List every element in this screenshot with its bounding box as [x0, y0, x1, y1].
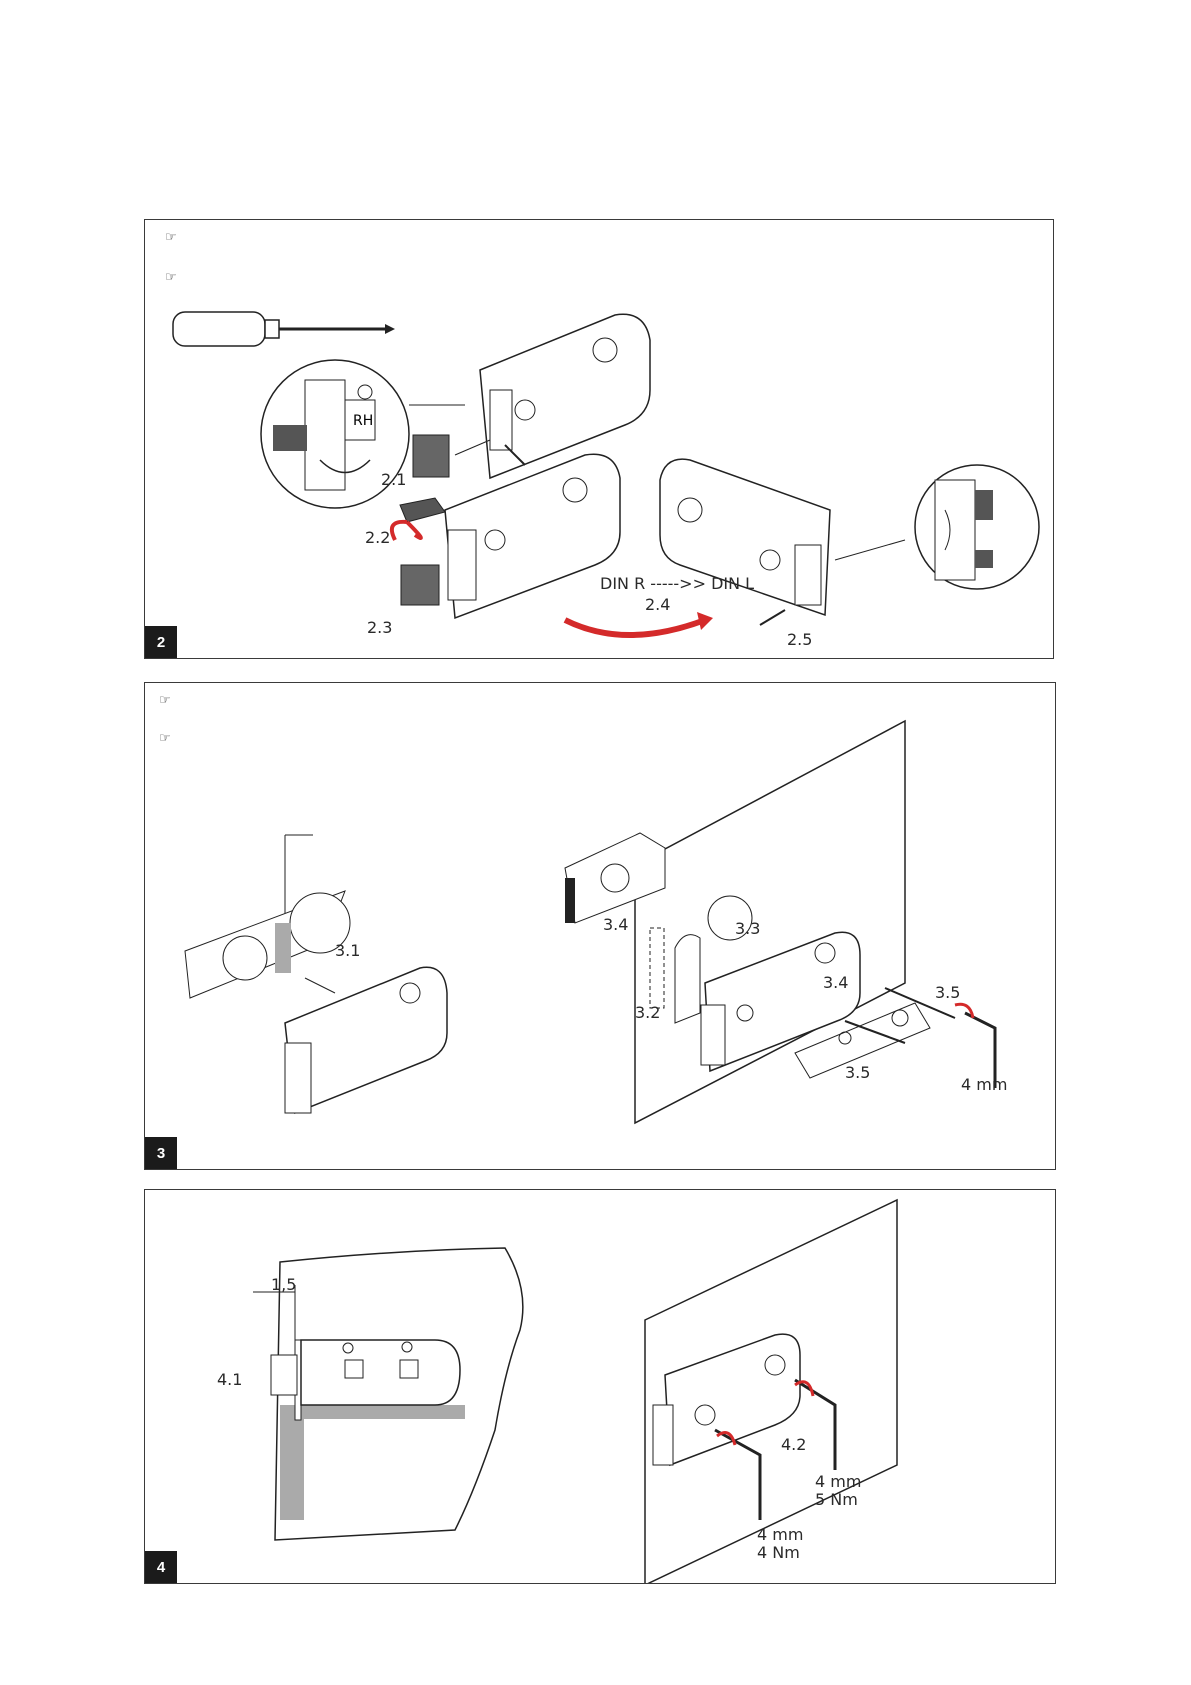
lock-part-2-3: [401, 565, 439, 605]
zoom-detail-right: [915, 465, 1039, 589]
svg-text:RH: RH: [353, 413, 373, 429]
drilling-template: [185, 835, 350, 998]
label-step-3-2: 3.2: [635, 1003, 660, 1022]
label-step-2-2: 2.2: [365, 528, 390, 547]
label-tool-b-torque: 4 Nm: [757, 1543, 800, 1562]
label-step-3-5b: 3.5: [845, 1063, 870, 1082]
label-step-3-5a: 3.5: [935, 983, 960, 1002]
rotate-arrow-icon: [392, 522, 421, 540]
label-step-3-4b: 3.4: [823, 973, 848, 992]
lock-part-2-1: [413, 435, 449, 477]
label-step-3-4a: 3.4: [603, 915, 628, 934]
label-step-4-1: 4.1: [217, 1370, 242, 1389]
panel-step-2: ☞ ☞ RH: [144, 219, 1054, 659]
lock-body-middle: [445, 454, 620, 618]
label-step-4-2: 4.2: [781, 1435, 806, 1454]
label-step-3-3: 3.3: [735, 919, 760, 938]
label-tool-b-size: 4 mm: [757, 1525, 803, 1544]
label-step-2-4: 2.4: [645, 595, 670, 614]
label-step-2-5: 2.5: [787, 630, 812, 649]
label-step-2-1: 2.1: [381, 470, 406, 489]
label-step-3-1: 3.1: [335, 941, 360, 960]
label-step-2-3: 2.3: [367, 618, 392, 637]
label-tool-a-torque: 5 Nm: [815, 1490, 858, 1509]
panel-4-illustration: [145, 1190, 1055, 1583]
label-tool-size: 4 mm: [961, 1075, 1007, 1094]
lock-body-right: [660, 459, 905, 625]
panel-3-illustration: [145, 683, 1055, 1169]
panel-step-3: ☞ ☞: [144, 682, 1056, 1170]
label-gap-dimension: 1,5: [271, 1275, 296, 1294]
screwdriver-icon: [173, 312, 395, 346]
lock-part-2-2: [400, 498, 445, 522]
step-number-badge: 2: [145, 626, 177, 658]
flip-arrow-icon: [565, 620, 705, 635]
panel-2-illustration: RH: [145, 220, 1053, 658]
zoom-detail-left: RH: [261, 360, 465, 508]
lock-body-top: [480, 314, 650, 478]
step-number-badge: 3: [145, 1137, 177, 1169]
label-din-change: DIN R ----->> DIN L: [600, 574, 754, 593]
panel-step-4: 1,5 4.1 4.2 4 mm 5 Nm 4 mm 4 Nm 4: [144, 1189, 1056, 1584]
lock-body-3-1: [285, 967, 447, 1113]
step-number-badge: 4: [145, 1551, 177, 1583]
label-tool-a-size: 4 mm: [815, 1472, 861, 1491]
